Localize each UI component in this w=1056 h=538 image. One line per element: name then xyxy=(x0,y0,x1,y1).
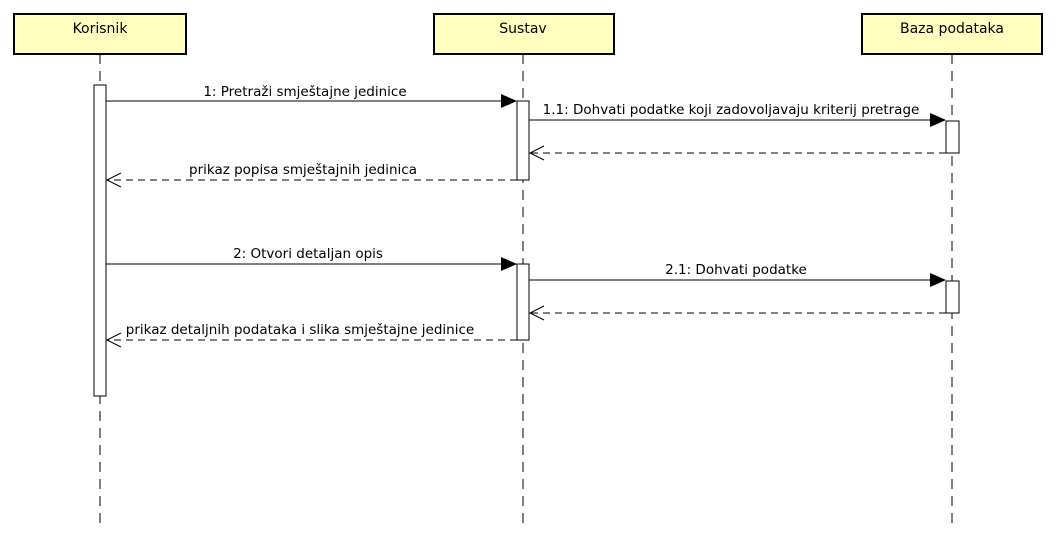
arrowhead-open-icon xyxy=(105,332,122,348)
message-1-label: 1: Pretraži smještajne jedinice xyxy=(203,84,406,100)
message-1: 1: Pretraži smještajne jedinice xyxy=(106,84,517,108)
return-2: prikaz detaljnih podataka i slika smješt… xyxy=(105,322,517,348)
arrowhead-filled-icon xyxy=(501,257,517,271)
participant-baza-label: Baza podataka xyxy=(900,21,1004,37)
participant-baza: Baza podataka xyxy=(861,13,1043,55)
arrowhead-filled-icon xyxy=(501,94,517,108)
activation-sustav-2 xyxy=(516,263,530,341)
arrowhead-open-icon xyxy=(528,305,545,321)
participant-korisnik: Korisnik xyxy=(13,13,187,55)
return-1: prikaz popisa smještajnih jedinica xyxy=(105,162,517,188)
return-2-1 xyxy=(528,305,946,321)
participant-sustav-label: Sustav xyxy=(499,21,546,37)
message-1-1: 1.1: Dohvati podatke koji zadovoljavaju … xyxy=(529,102,946,127)
message-2-1: 2.1: Dohvati podatke xyxy=(529,262,946,287)
arrowhead-filled-icon xyxy=(930,113,946,127)
activation-baza-1 xyxy=(945,120,960,154)
return-1-label: prikaz popisa smještajnih jedinica xyxy=(189,162,417,178)
message-2: 2: Otvori detaljan opis xyxy=(106,246,517,271)
return-1-1 xyxy=(528,145,946,161)
activation-baza-2 xyxy=(945,280,960,314)
message-2-label: 2: Otvori detaljan opis xyxy=(233,246,383,262)
arrowhead-filled-icon xyxy=(930,273,946,287)
arrowhead-open-icon xyxy=(105,172,122,188)
return-2-label: prikaz detaljnih podataka i slika smješt… xyxy=(126,322,474,338)
activation-korisnik xyxy=(93,84,107,397)
message-2-1-label: 2.1: Dohvati podatke xyxy=(665,262,807,278)
participant-sustav: Sustav xyxy=(433,13,615,55)
arrowhead-open-icon xyxy=(528,145,545,161)
participant-korisnik-label: Korisnik xyxy=(73,21,129,37)
activation-sustav-1 xyxy=(516,100,530,181)
message-1-1-label: 1.1: Dohvati podatke koji zadovoljavaju … xyxy=(543,102,920,118)
